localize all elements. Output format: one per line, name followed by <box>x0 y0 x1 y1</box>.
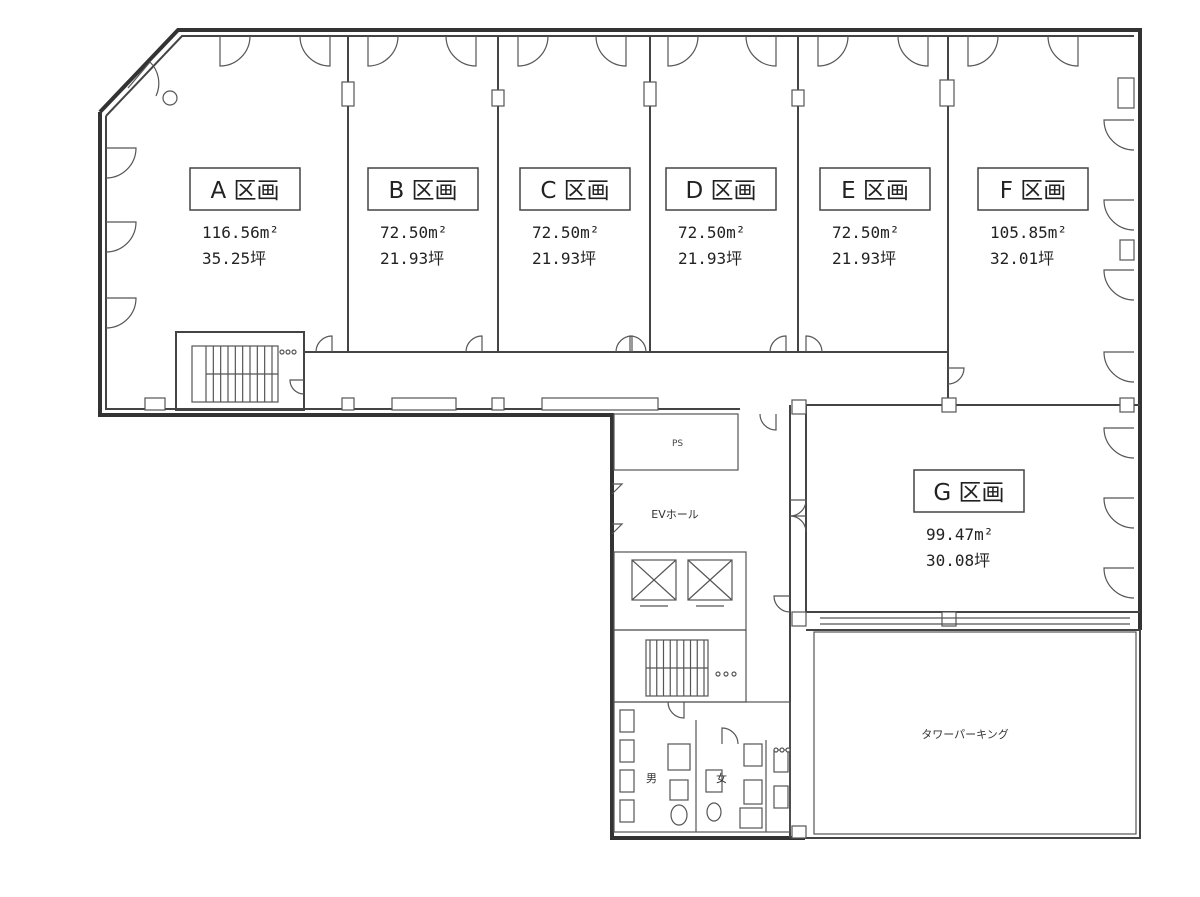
partition-walls <box>175 36 1140 838</box>
unit-name: B 区画 <box>388 178 457 204</box>
unit-label-box <box>913 469 1025 513</box>
tower-parking <box>813 631 1137 835</box>
stair-core <box>613 629 747 703</box>
ev-hall-label: EVホール <box>651 508 698 521</box>
unit-name: G 区画 <box>933 480 1004 506</box>
unit-area-tsubo: 21.93坪 <box>832 249 896 268</box>
unit-name: A 区画 <box>210 178 279 204</box>
unit-area-m2: 72.50m² <box>832 223 899 242</box>
unit-name: C 区画 <box>540 178 609 204</box>
unit-g: G 区画 99.47m² 30.08坪 <box>913 469 1025 570</box>
unit-area-tsubo: 21.93坪 <box>678 249 742 268</box>
unit-f: F 区画 105.85m² 32.01坪 <box>977 167 1089 268</box>
unit-area-tsubo: 35.25坪 <box>202 249 266 268</box>
ps-label: PS <box>672 439 683 449</box>
unit-label-box <box>189 167 301 211</box>
unit-e: E 区画 72.50m² 21.93坪 <box>819 167 931 268</box>
unit-area-m2: 105.85m² <box>990 223 1067 242</box>
unit-area-m2: 116.56m² <box>202 223 279 242</box>
restrooms: 男 女 <box>613 701 791 833</box>
unit-label-box <box>819 167 931 211</box>
elevators <box>613 551 747 631</box>
unit-label-box <box>519 167 631 211</box>
unit-labels: A 区画 116.56m² 35.25坪 B 区画 72.50m² 21.93坪 C 区画 7… <box>189 167 1089 570</box>
wc-female-label: 女 <box>716 771 727 785</box>
unit-area-m2: 72.50m² <box>380 223 447 242</box>
wc-male-label: 男 <box>646 772 657 785</box>
stair-a <box>191 345 297 403</box>
unit-b: B 区画 72.50m² 21.93坪 <box>367 167 479 268</box>
unit-name: E 区画 <box>841 178 909 204</box>
unit-area-tsubo: 21.93坪 <box>532 249 596 268</box>
windows <box>391 397 1130 625</box>
unit-area-m2: 72.50m² <box>678 223 745 242</box>
tower-parking-label: タワーパーキング <box>921 727 1009 741</box>
unit-c: C 区画 72.50m² 21.93坪 <box>519 167 631 268</box>
unit-a: A 区画 116.56m² 35.25坪 <box>189 167 301 268</box>
unit-area-tsubo: 32.01坪 <box>990 249 1054 268</box>
doors <box>105 35 1135 613</box>
unit-label-box <box>367 167 479 211</box>
unit-d: D 区画 72.50m² 21.93坪 <box>665 167 777 268</box>
unit-name: F 区画 <box>1000 178 1067 204</box>
unit-area-tsubo: 30.08坪 <box>926 551 990 570</box>
columns <box>144 77 1135 839</box>
unit-label-box <box>665 167 777 211</box>
unit-area-tsubo: 21.93坪 <box>380 249 444 268</box>
unit-area-m2: 99.47m² <box>926 525 993 544</box>
unit-area-m2: 72.50m² <box>532 223 599 242</box>
unit-name: D 区画 <box>685 178 756 204</box>
outer-walls <box>98 28 1142 840</box>
unit-label-box <box>977 167 1089 211</box>
